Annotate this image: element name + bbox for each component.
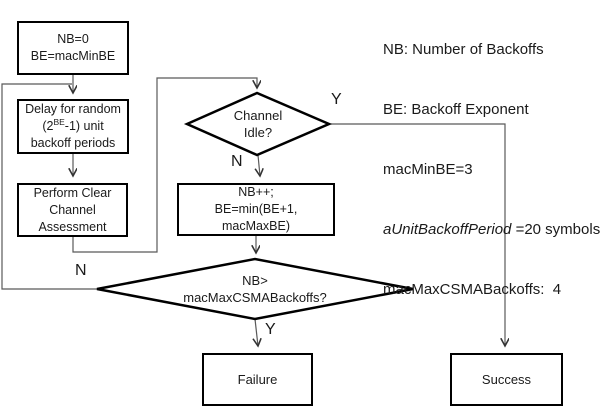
cca-box: Perform Clear Channel Assessment <box>17 183 128 237</box>
max-backoffs-diamond <box>96 257 414 321</box>
label-channel-idle-no: N <box>231 153 243 170</box>
legend-line-be: BE: Backoff Exponent <box>383 101 529 118</box>
label-channel-idle-yes: Y <box>331 91 342 108</box>
edge-max-backoffs-yes <box>255 318 258 346</box>
legend-line-macmaxcsmabackoffs: macMaxCSMABackoffs: 4 <box>383 281 562 298</box>
failure-box: Failure <box>202 353 313 406</box>
legend: NB: Number of Backoffs BE: Backoff Expon… <box>383 0 600 340</box>
edge-cca-to-channel-idle <box>72 77 257 253</box>
init-box: NB=0 BE=macMinBE <box>17 21 129 75</box>
legend-line-nb: NB: Number of Backoffs <box>383 41 544 58</box>
delay-box: Delay for random (2BE-1) unit backoff pe… <box>17 99 129 154</box>
label-max-backoffs-yes: Y <box>265 321 276 338</box>
channel-idle-diamond <box>183 91 333 157</box>
edge-max-backoffs-no-loop <box>1 83 97 290</box>
success-box: Success <box>450 353 563 406</box>
label-max-backoffs-no: N <box>75 262 87 279</box>
legend-line-aunitbackoffperiod: aUnitBackoffPeriod =20 symbols <box>383 221 600 238</box>
legend-line-macminbe: macMinBE=3 <box>383 161 473 178</box>
edge-channel-idle-yes <box>329 123 505 346</box>
increment-box: NB++; BE=min(BE+1, macMaxBE) <box>177 183 335 236</box>
edge-channel-idle-no <box>258 154 260 176</box>
